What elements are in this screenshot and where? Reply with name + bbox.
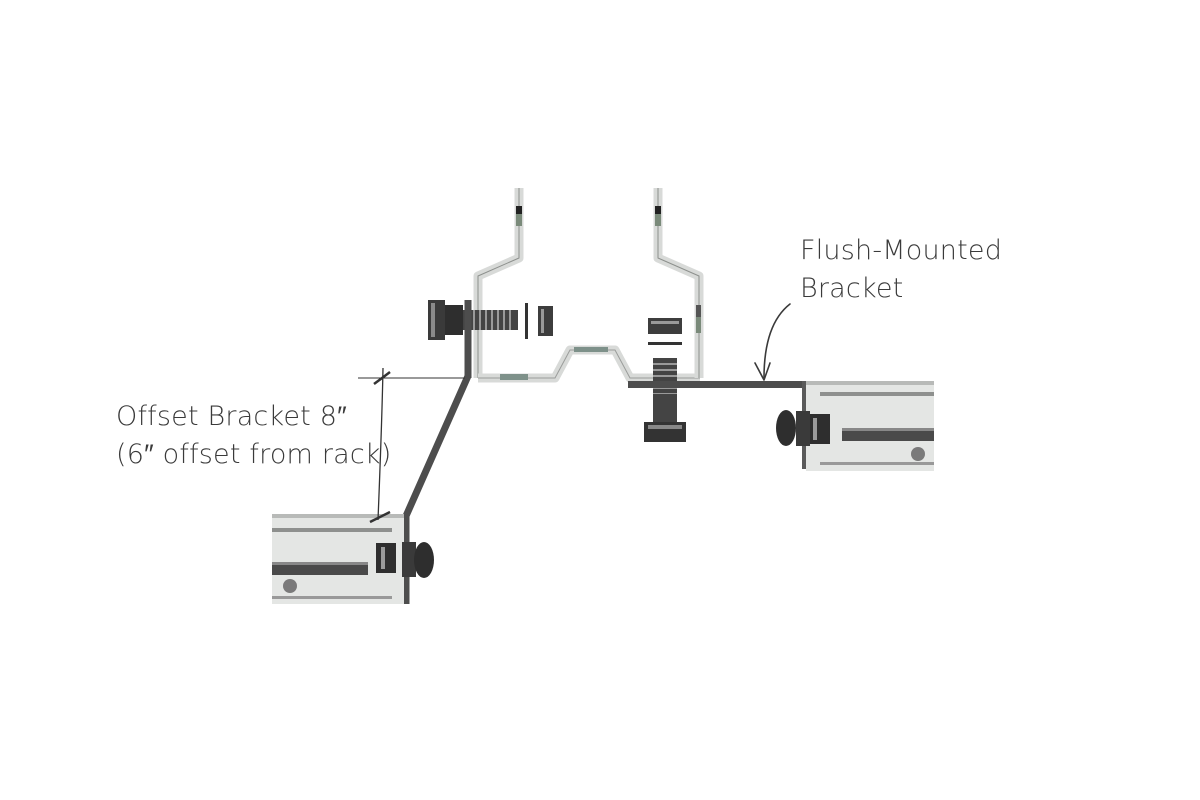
- left-panel-frame: [272, 514, 434, 604]
- right-panel-frame: [776, 381, 934, 471]
- right-rib: [653, 188, 704, 378]
- offset-bracket-label-line2: (6″ offset from rack): [116, 439, 392, 470]
- offset-bracket-label: Offset Bracket 8″ (6″ offset from rack): [116, 398, 392, 474]
- flush-bracket-arrow: [754, 303, 791, 381]
- hat-channel: [473, 188, 704, 383]
- left-rib: [473, 188, 524, 378]
- left-bolt: [428, 300, 553, 340]
- flush-mounted-bracket-label: Flush-Mounted Bracket: [800, 232, 1002, 308]
- flush-mounted-bracket-label-line2: Bracket: [800, 273, 904, 304]
- flush-mounted-bracket-label-line1: Flush-Mounted: [800, 235, 1003, 266]
- offset-bracket-label-line1: Offset Bracket 8″: [116, 401, 347, 432]
- offset-dimension-line: [358, 367, 465, 524]
